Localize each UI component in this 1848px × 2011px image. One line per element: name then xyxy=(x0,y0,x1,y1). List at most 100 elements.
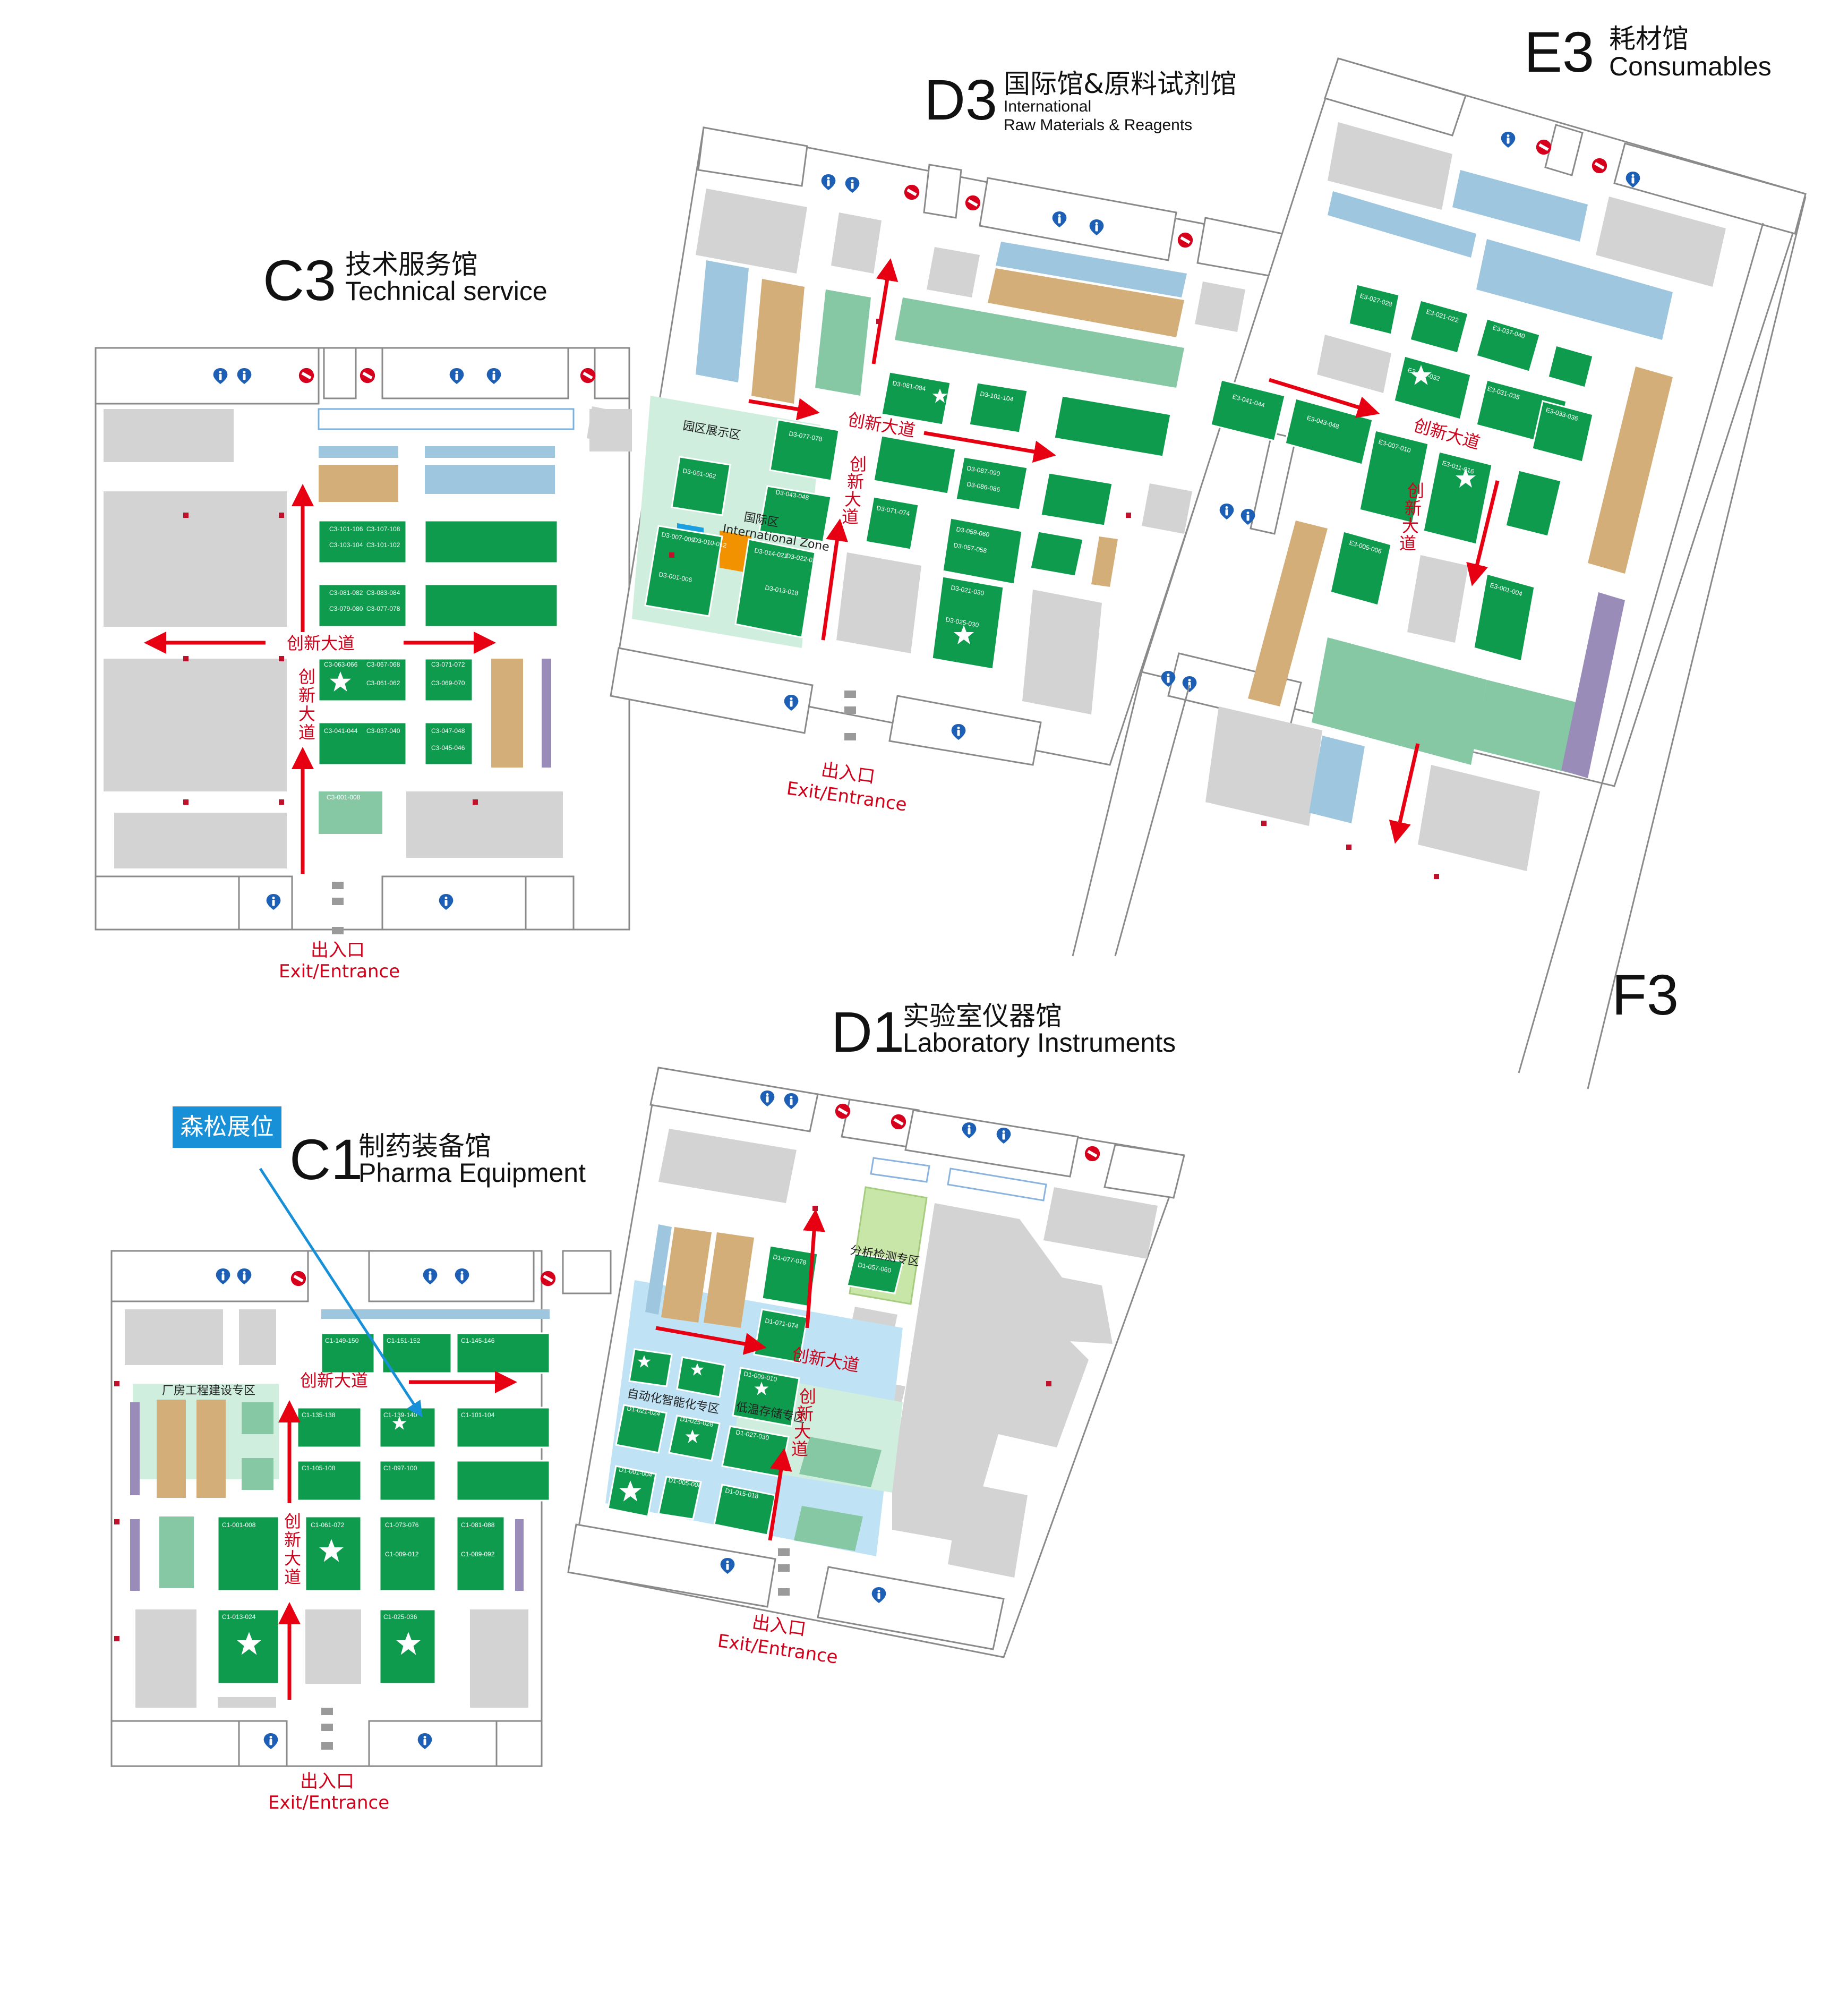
no-entry-icon xyxy=(1536,139,1552,155)
hall-name-cn: 实验室仪器馆 xyxy=(903,1001,1062,1032)
pillar-markers xyxy=(114,319,1439,1641)
road-label: 新 xyxy=(284,1530,301,1550)
booth-label: C1-097-100 xyxy=(383,1464,417,1472)
booth-label: C3-083-084 xyxy=(366,589,400,597)
road-label: 创 xyxy=(850,454,867,474)
booth-label: C3-041-044 xyxy=(324,727,358,735)
no-entry-icon xyxy=(1084,1146,1100,1162)
road-label: 新 xyxy=(797,1404,814,1424)
no-entry-icon xyxy=(835,1103,851,1119)
booth-label: C1-101-104 xyxy=(461,1411,495,1419)
callout-sensen-booth[interactable]: 森松展位 xyxy=(173,1106,281,1148)
booth-label: C1-013-024 xyxy=(222,1613,256,1621)
no-entry-icon xyxy=(891,1114,906,1130)
road-label: 创 xyxy=(799,1386,816,1407)
hall-name-en: Technical service xyxy=(345,276,547,306)
hall-name-en: Pharma Equipment xyxy=(358,1158,586,1188)
hall-code: D1 xyxy=(831,1000,904,1064)
road-label: 大 xyxy=(1402,516,1419,536)
hall-name-en: Laboratory Instruments xyxy=(903,1028,1176,1058)
booth-label: C1-009-012 xyxy=(385,1550,419,1558)
booth-label: C3-107-108 xyxy=(366,525,400,533)
no-entry-icon xyxy=(580,368,596,384)
booth-label: C3-071-072 xyxy=(431,661,465,668)
booth-label: C1-135-138 xyxy=(302,1411,336,1419)
exit-label: 出入口 xyxy=(300,1771,354,1792)
booth-label: C3-077-078 xyxy=(366,605,400,612)
booth-label: C1-139-140 xyxy=(383,1411,417,1419)
booth-label: C1-001-008 xyxy=(222,1521,256,1529)
booth-label: C1-081-088 xyxy=(461,1521,495,1529)
no-entry-icon xyxy=(904,184,920,200)
booth-label: C1-105-108 xyxy=(302,1464,336,1472)
road-label: 道 xyxy=(298,722,315,743)
road-label: 大 xyxy=(794,1421,811,1442)
booth-label: C3-045-046 xyxy=(431,744,465,752)
booth-label: C3-063-066 xyxy=(324,661,358,668)
booth-label: C1-073-076 xyxy=(385,1521,419,1529)
hall-d3: D3-077-078 D3-061-062 D3-043-048 D3-007-… xyxy=(587,67,1284,816)
booth-label: C3-101-106 xyxy=(329,525,363,533)
hall-name-en: Consumables xyxy=(1609,52,1772,81)
booth-label: C3-001-008 xyxy=(327,794,361,801)
road-label: 道 xyxy=(791,1439,808,1459)
hall-name-cn: 制药装备馆 xyxy=(358,1131,491,1162)
hall-code: D3 xyxy=(924,67,997,132)
no-entry-icon xyxy=(1177,232,1193,248)
hall-name-en: International xyxy=(1004,98,1091,115)
booth-label: C3-081-082 xyxy=(329,589,363,597)
exit-label: 出入口 xyxy=(311,940,365,961)
no-entry-icon xyxy=(965,195,981,211)
hall-code: F3 xyxy=(1612,962,1679,1027)
booth-label: C1-149-150 xyxy=(325,1337,359,1344)
booth-label: C3-061-062 xyxy=(366,679,400,687)
no-entry-icon xyxy=(298,368,314,384)
hall-code: E3 xyxy=(1524,20,1594,84)
booth-label: C1-151-152 xyxy=(387,1337,421,1344)
booth-label: C3-103-104 xyxy=(329,541,363,549)
no-entry-icon xyxy=(1592,158,1607,174)
road-label: 创新大道 xyxy=(300,1370,368,1391)
zone-label: 厂房工程建设专区 xyxy=(162,1384,255,1398)
no-entry-icon xyxy=(360,368,375,384)
road-label: 道 xyxy=(842,507,859,527)
hall-c3: C3-101-106 C3-107-108 C3-103-104 C3-101-… xyxy=(95,248,632,982)
road-label: 创 xyxy=(1407,481,1424,501)
hall-name-en: Raw Materials & Reagents xyxy=(1004,116,1192,134)
road-label: 新 xyxy=(298,685,315,705)
road-label: 道 xyxy=(284,1567,301,1587)
no-entry-icon xyxy=(540,1271,556,1286)
exit-label: Exit/Entrance xyxy=(268,1792,389,1813)
hall-f3: F3 xyxy=(1072,196,1807,1089)
booth-label: C3-069-070 xyxy=(431,679,465,687)
booth-label: C1-025-036 xyxy=(383,1613,417,1621)
hall-name-cn: 技术服务馆 xyxy=(345,249,478,280)
booth-arrow-icon xyxy=(259,1168,423,1418)
hall-d1: D1-077-078 D1-071-074 D1-057-060 D1-021-… xyxy=(567,1000,1186,1668)
hall-code: C3 xyxy=(263,248,336,312)
hall-e3: E3-041-044 E3-043-048 E3-029-032 E3-031-… xyxy=(1141,20,1807,871)
exit-label: Exit/Entrance xyxy=(279,961,400,982)
booth-label: C3-047-048 xyxy=(431,727,465,735)
no-entry-icon xyxy=(290,1271,306,1286)
road-label: 大 xyxy=(298,704,315,724)
booth-label: C1-145-146 xyxy=(461,1337,495,1344)
road-label: 大 xyxy=(284,1548,301,1569)
booth-label: C1-089-092 xyxy=(461,1550,495,1558)
road-label: 道 xyxy=(1399,533,1416,553)
hall-code: C1 xyxy=(289,1127,363,1191)
booth-label: C3-037-040 xyxy=(366,727,400,735)
booth-label: C3-101-102 xyxy=(366,541,400,549)
road-label: 新 xyxy=(847,472,864,492)
hall-c1: C1-149-150 C1-151-152 C1-145-146 C1-135-… xyxy=(110,1127,612,1813)
hall-name-cn: 国际馆&原料试剂馆 xyxy=(1004,69,1237,99)
road-label: 大 xyxy=(844,489,861,509)
road-label: 新 xyxy=(1405,498,1422,518)
booth-label: C3-079-080 xyxy=(329,605,363,612)
booth-label: C1-061-072 xyxy=(311,1521,345,1529)
hall-name-cn: 耗材馆 xyxy=(1609,23,1689,54)
road-label: 创 xyxy=(284,1511,301,1531)
booth-label: C3-067-068 xyxy=(366,661,400,668)
road-label: 创新大道 xyxy=(287,633,355,653)
